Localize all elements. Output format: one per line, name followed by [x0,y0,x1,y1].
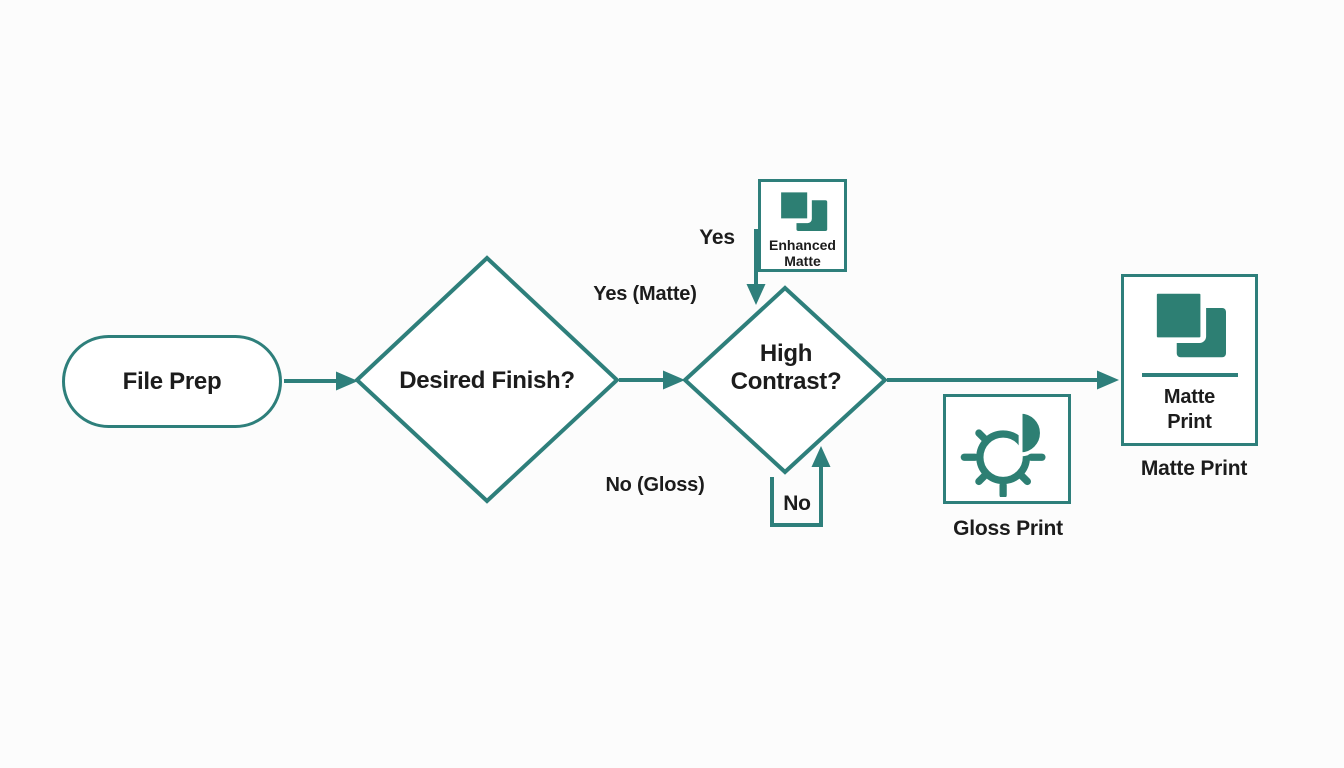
arrow-highcontrast-to-matteprint [887,370,1119,390]
decision-high-contrast-shape [682,285,888,475]
edge-label-yes-matte: Yes (Matte) [593,283,697,305]
enhanced-matte-line1: Enhanced [769,237,836,253]
enhanced-matte-label: Enhanced Matte [769,237,836,269]
arrow-desiredfinish-to-highcontrast [619,370,685,390]
matte-print-caption: Matte Print [1140,457,1248,480]
stacked-prints-icon [1150,289,1226,358]
arrow-fileprep-to-desiredfinish [284,371,358,391]
high-contrast-line1: High [759,340,813,367]
matte-box-label: Matte Print [1164,385,1215,435]
node-file-prep: File Prep [62,335,282,428]
matte-box-divider [1141,373,1238,377]
matte-box-line2: Print [1167,410,1212,433]
node-gloss-print [943,394,1071,504]
brightness-contrast-icon [960,409,1046,497]
high-contrast-line2: Contrast? [730,368,842,395]
desired-finish-label: Desired Finish? [399,367,575,394]
edge-label-no-gloss: No (Gloss) [605,474,705,496]
edge-label-yes: Yes [699,226,735,249]
file-prep-label: File Prep [122,367,222,395]
enhanced-matte-line2: Matte [784,253,821,269]
node-matte-print: Matte Print [1121,274,1258,446]
node-enhanced-matte: Enhanced Matte [758,179,847,272]
no-loop-connector [770,446,831,527]
high-contrast-label: High Contrast? [731,340,842,396]
gloss-print-caption: Gloss Print [953,517,1063,540]
decision-desired-finish-shape [354,255,620,504]
matte-box-line1: Matte [1163,385,1216,408]
edge-label-no: No [783,492,811,515]
stacked-prints-icon [775,187,827,231]
